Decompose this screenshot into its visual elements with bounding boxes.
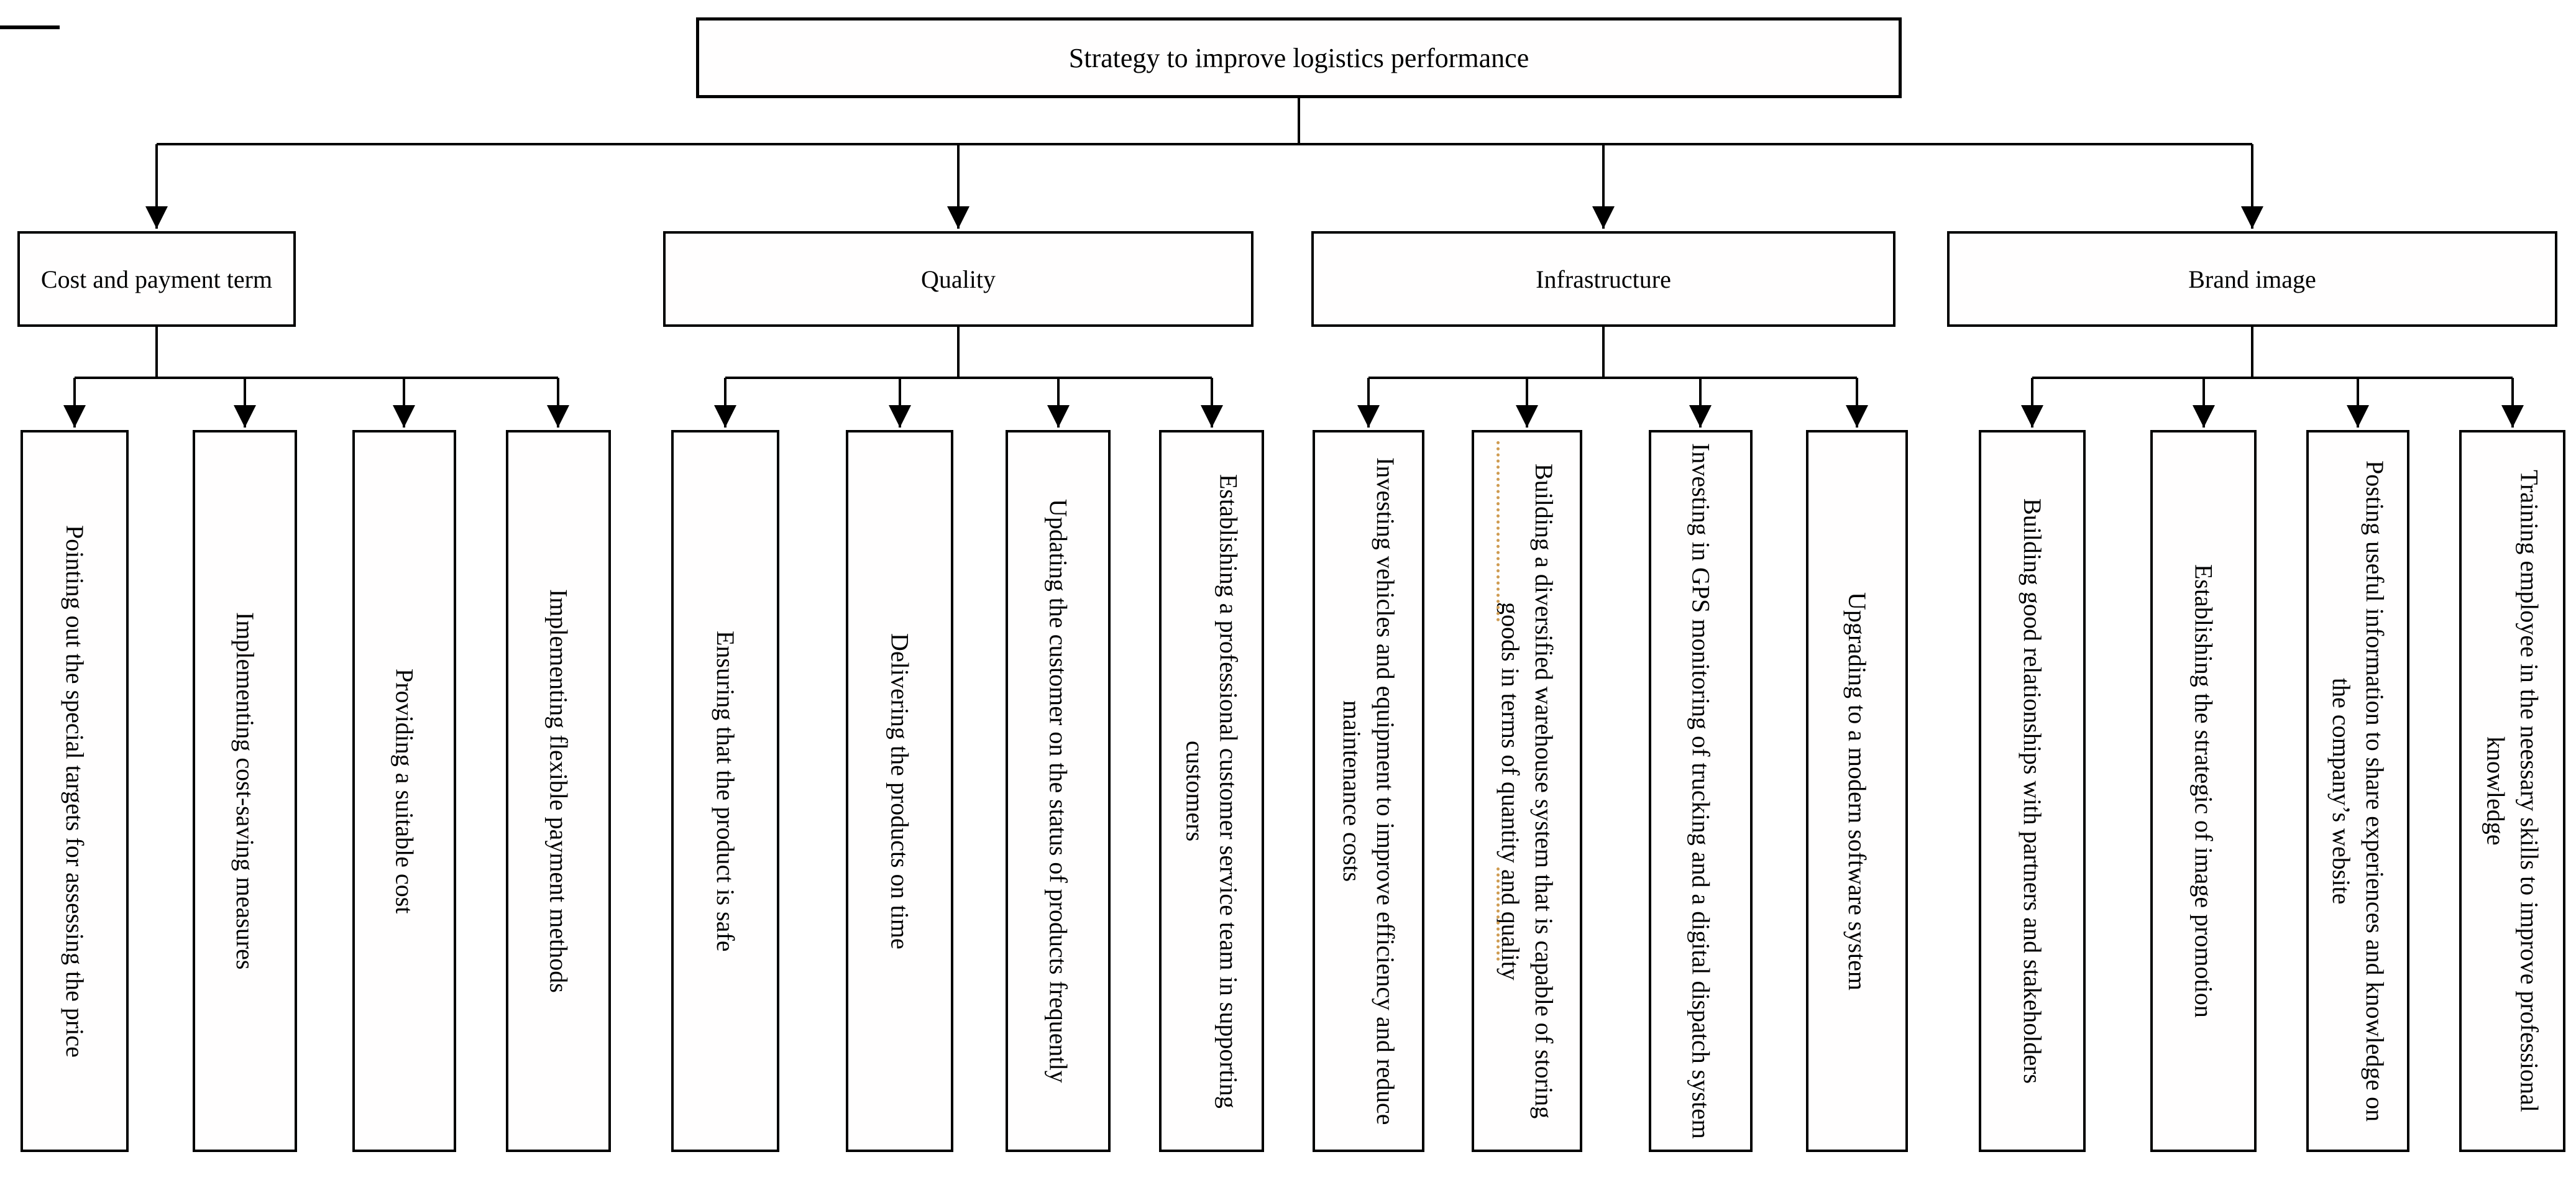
leaf-node-training-employee-skills: Training employee in the neessary skills… bbox=[2459, 430, 2565, 1152]
leaf-node-product-safe: Ensuring that the product is safe bbox=[671, 430, 779, 1152]
leaf-label: Implementing cost-saving measures bbox=[231, 612, 259, 970]
leaf-label: Ensuring that the product is safe bbox=[712, 630, 740, 952]
leaf-label: Pointing out the special targets for ass… bbox=[61, 524, 89, 1058]
leaf-label: Building a diversified warehouse system … bbox=[1497, 463, 1558, 1119]
leaf-node-updating-customer-status: Updating the customer on the status of p… bbox=[1006, 430, 1111, 1152]
category-node-quality: Quality bbox=[663, 231, 1254, 327]
category-node-brand-image: Brand image bbox=[1947, 231, 2557, 327]
leaf-label: Upgrading to a modern software system bbox=[1843, 592, 1871, 990]
group-connector-cost bbox=[63, 327, 569, 428]
leaf-node-image-promotion-strategy: Establishing the strategic of image prom… bbox=[2150, 430, 2257, 1152]
category-label: Cost and payment term bbox=[40, 265, 273, 293]
leaf-node-modern-software-system: Upgrading to a modern software system bbox=[1806, 430, 1908, 1152]
category-label: Brand image bbox=[2188, 265, 2316, 293]
category-label: Infrastructure bbox=[1536, 265, 1671, 293]
leaf-node-flexible-payment-methods: Implementing flexible payment methods bbox=[506, 430, 611, 1152]
leaf-label: Providing a suitable cost bbox=[390, 668, 419, 914]
leaf-label: Establishing the strategic of image prom… bbox=[2189, 564, 2218, 1018]
leaf-label: Posting useful information to share expe… bbox=[2327, 460, 2389, 1122]
group-connector-brand bbox=[2021, 327, 2524, 428]
root-node: Strategy to improve logistics performanc… bbox=[696, 17, 1902, 98]
leaf-node-special-targets-price: Pointing out the special targets for ass… bbox=[21, 430, 129, 1152]
proofing-underline-bottom bbox=[1497, 867, 1500, 961]
category-node-infrastructure: Infrastructure bbox=[1311, 231, 1895, 327]
leaf-node-cost-saving-measures: Implementing cost-saving measures bbox=[193, 430, 297, 1152]
leaf-label: Building good relationships with partner… bbox=[2019, 498, 2047, 1084]
root-connector bbox=[145, 98, 2263, 229]
category-node-cost-and-payment-term: Cost and payment term bbox=[17, 231, 296, 327]
root-node-label: Strategy to improve logistics performanc… bbox=[1068, 42, 1529, 73]
proofing-underline-top bbox=[1497, 441, 1500, 621]
group-connector-infrastructure bbox=[1357, 327, 1868, 428]
leaf-node-gps-monitoring-dispatch: Investing in GPS monitoring of trucking … bbox=[1649, 430, 1753, 1152]
leaf-label: Delivering the products on time bbox=[886, 633, 914, 949]
leaf-node-customer-service-team: Establishing a professional customer ser… bbox=[1159, 430, 1264, 1152]
category-label: Quality bbox=[921, 265, 996, 293]
leaf-node-relationships-partners-stakeholders: Building good relationships with partner… bbox=[1979, 430, 2086, 1152]
leaf-node-investing-vehicles-equipment: Investing vehicles and equipment to impr… bbox=[1313, 430, 1424, 1152]
group-connector-quality bbox=[714, 327, 1223, 428]
leaf-node-suitable-cost: Providing a suitable cost bbox=[352, 430, 456, 1152]
leaf-node-diversified-warehouse-system: Building a diversified warehouse system … bbox=[1472, 430, 1582, 1152]
leaf-label: Implementing flexible payment methods bbox=[544, 589, 573, 993]
leaf-label: Updating the customer on the status of p… bbox=[1044, 499, 1073, 1083]
leaf-node-delivering-on-time: Delivering the products on time bbox=[846, 430, 953, 1152]
leaf-label: Investing in GPS monitoring of trucking … bbox=[1687, 443, 1715, 1139]
leaf-node-posting-useful-information: Posting useful information to share expe… bbox=[2306, 430, 2409, 1152]
leaf-label: Establishing a professional customer ser… bbox=[1181, 473, 1243, 1109]
leaf-label: Training employee in the neessary skills… bbox=[2482, 470, 2544, 1112]
leaf-label: Investing vehicles and equipment to impr… bbox=[1338, 457, 1400, 1125]
